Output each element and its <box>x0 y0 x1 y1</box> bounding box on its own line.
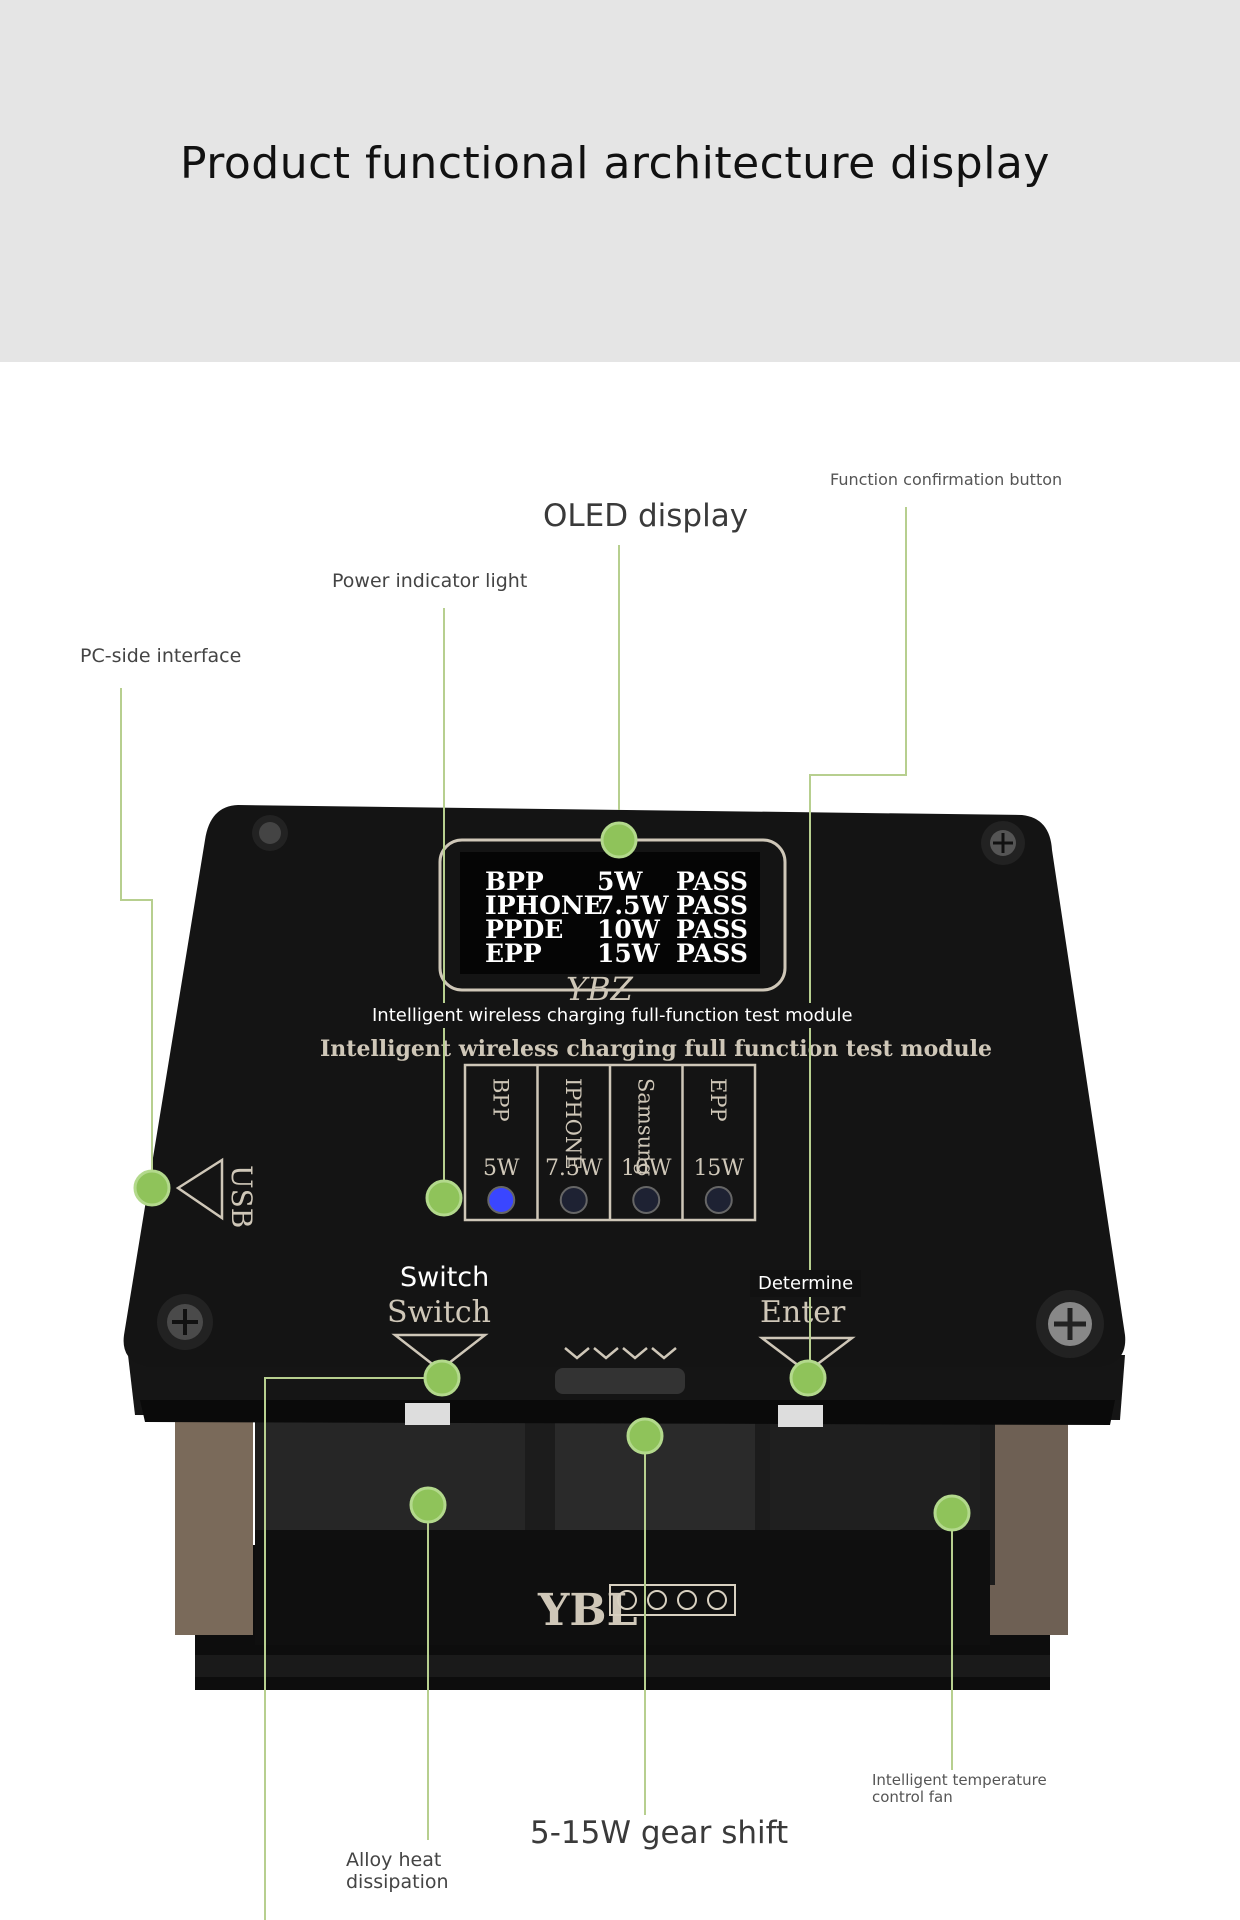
oled-result: PASS <box>676 915 748 944</box>
leader-pc <box>120 688 153 1187</box>
marker-power-light <box>425 1179 463 1217</box>
mode-label: IPHONE <box>561 1078 585 1170</box>
marker-gear-shift <box>626 1417 664 1455</box>
oled-mode: BPP <box>485 867 544 896</box>
screw-top-right <box>981 821 1025 865</box>
mode-indicator-led <box>559 1186 588 1214</box>
enter-print: Enter <box>760 1295 846 1330</box>
leader-confirm <box>809 507 907 1378</box>
standoff-left <box>175 1410 253 1635</box>
callout-temperature-control-fan: Intelligent temperature control fan <box>872 1771 1047 1807</box>
brand-mark: YBZ <box>566 970 634 1008</box>
tact-switch-right <box>778 1405 823 1427</box>
callout-gear-shift: 5-15W gear shift <box>530 1815 789 1851</box>
callout-function-confirmation-button: Function confirmation button <box>830 470 1063 489</box>
callout-oled-display: OLED display <box>543 498 749 534</box>
gear-chevrons <box>564 1347 677 1360</box>
oled-power: 7.5W <box>597 891 669 920</box>
callout-module-caption: Intelligent wireless charging full-funct… <box>366 1003 859 1028</box>
oled-power: 10W <box>597 915 661 944</box>
marker-switch <box>423 1359 461 1397</box>
mode-indicator-led <box>487 1186 516 1214</box>
power-label: 15W <box>693 1156 744 1181</box>
usb-arrow <box>175 1157 224 1221</box>
switch-print: Switch <box>387 1295 491 1330</box>
mode-label: BPP <box>488 1078 512 1122</box>
standoff-right <box>990 1410 1068 1635</box>
mode-indicator-led <box>704 1186 733 1214</box>
page-title: Product functional architecture display <box>180 138 1050 189</box>
marker-oled <box>600 821 638 859</box>
oled-power: 5W <box>597 867 643 896</box>
screw-bottom-left <box>157 1294 213 1350</box>
markers <box>133 821 971 1532</box>
marker-alloy <box>409 1486 447 1524</box>
top-board <box>123 805 1126 1367</box>
marker-determine <box>789 1359 827 1397</box>
oled-result: PASS <box>676 867 748 896</box>
oled-screen <box>460 852 760 974</box>
top-board-edge-lower <box>140 1400 1115 1425</box>
screw-top-left <box>252 815 288 851</box>
switch-arrow <box>391 1333 489 1372</box>
usb-label: USB <box>225 1165 258 1228</box>
module-title-print: Intelligent wireless charging full funct… <box>320 1036 992 1062</box>
power-label: 7.5W <box>545 1156 603 1181</box>
tact-switch-left <box>405 1403 450 1425</box>
mode-indicator-led <box>632 1186 661 1214</box>
callout-alloy-heat-dissipation: Alloy heat dissipation <box>346 1849 449 1893</box>
oled-power: 15W <box>597 939 661 968</box>
oled-result: PASS <box>676 939 748 968</box>
base-connector <box>609 1584 736 1616</box>
mode-label: EPP <box>706 1078 730 1122</box>
base-front-panel <box>255 1530 990 1645</box>
heatsink-block <box>265 1420 525 1540</box>
callout-switch: Switch <box>400 1262 490 1293</box>
oled-mode: IPHONE <box>485 891 603 920</box>
header-band <box>0 0 1240 362</box>
base-plate-edge <box>195 1655 1050 1677</box>
leader-switch <box>264 1377 442 1920</box>
callout-power-indicator-light: Power indicator light <box>332 570 528 592</box>
marker-fan <box>933 1494 971 1532</box>
screw-bottom-right <box>1036 1290 1104 1358</box>
callout-pc-side-interface: PC-side interface <box>80 645 242 667</box>
oled-mode: PPDE <box>485 915 563 944</box>
leader-lines <box>120 507 953 1920</box>
enter-arrow <box>758 1336 856 1374</box>
usb-port-slot <box>555 1368 685 1394</box>
marker-pc-interface <box>133 1169 171 1207</box>
mode-label: Samsung <box>633 1078 657 1176</box>
power-label: 10W <box>621 1156 672 1181</box>
power-label: 5W <box>483 1156 520 1181</box>
callout-determine: Determine <box>750 1270 862 1297</box>
oled-mode: EPP <box>485 939 542 968</box>
oled-result: PASS <box>676 891 748 920</box>
